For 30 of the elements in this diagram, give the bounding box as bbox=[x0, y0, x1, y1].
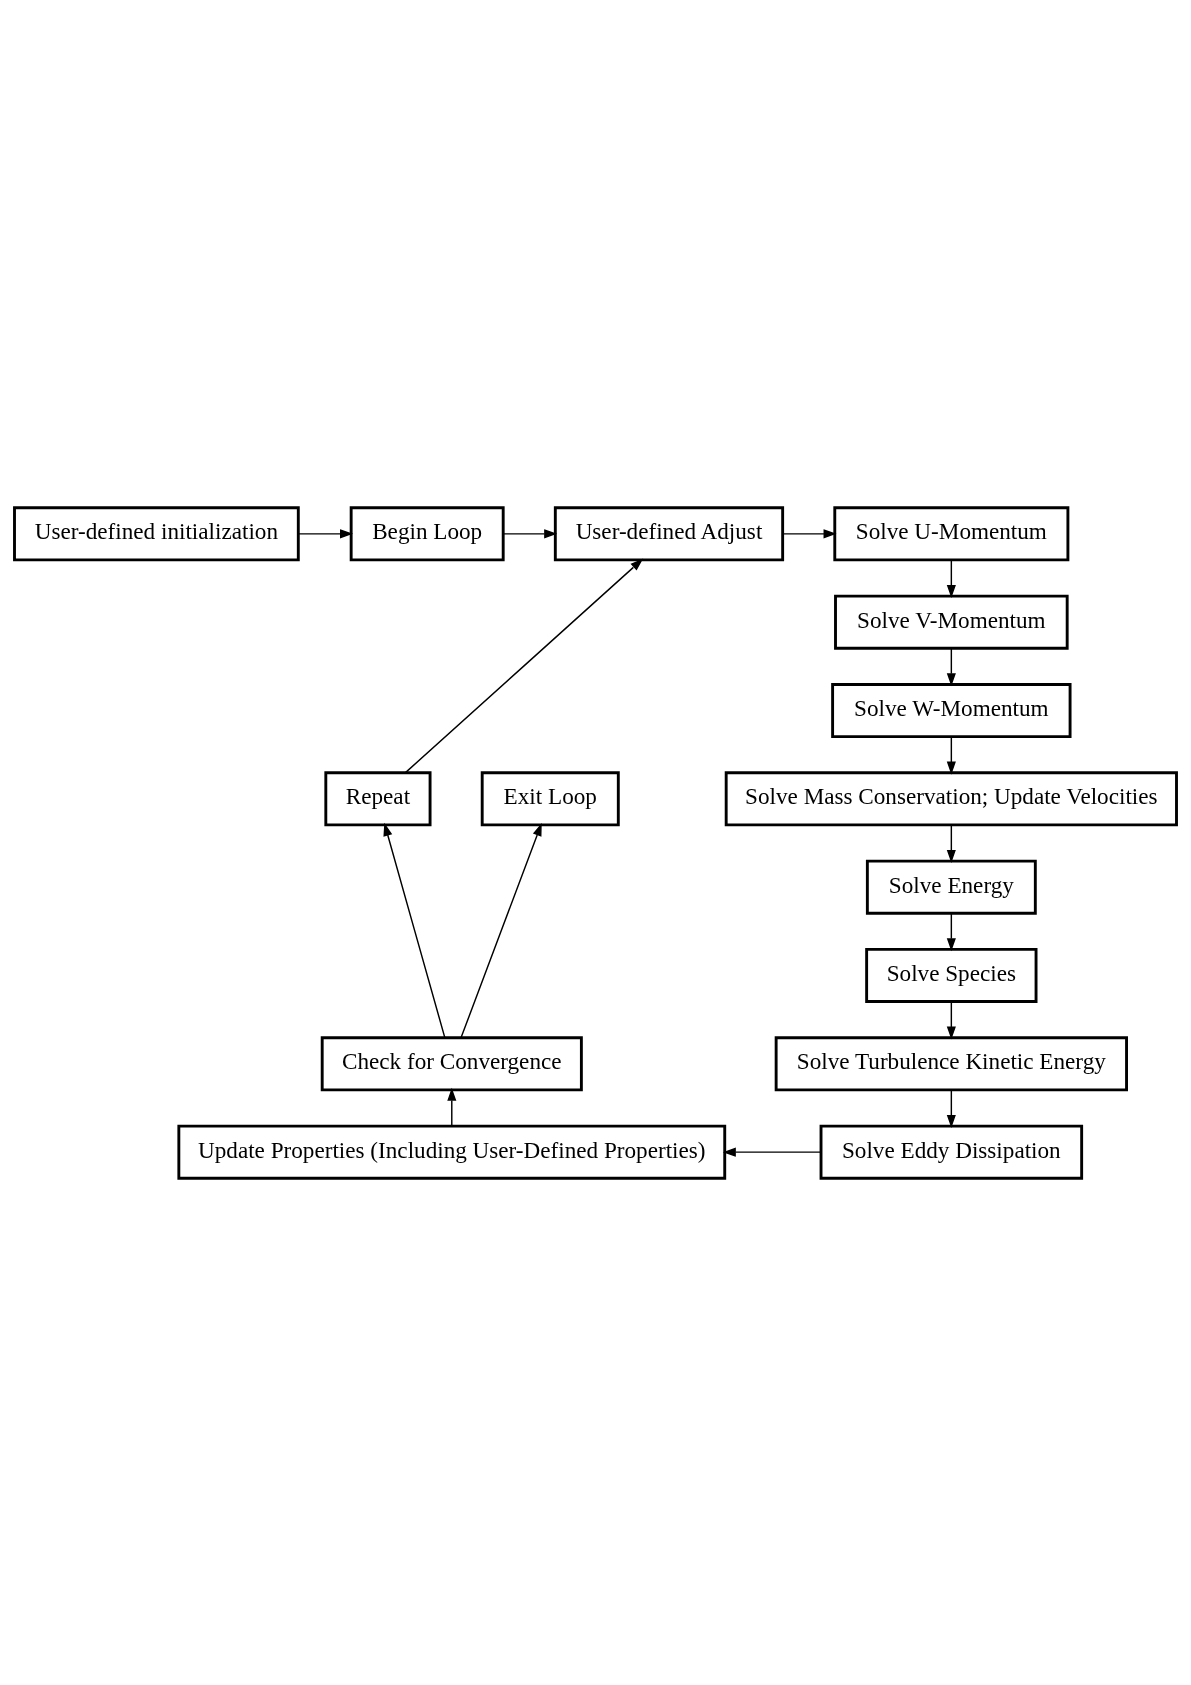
node-box: Check for Convergence bbox=[320, 1035, 583, 1091]
arrow bbox=[447, 1087, 457, 1126]
arrow bbox=[722, 1147, 822, 1157]
node-box: User-defined initialization bbox=[13, 505, 300, 561]
arrow bbox=[946, 1000, 956, 1040]
arrow bbox=[502, 528, 558, 538]
node-box: Repeat bbox=[324, 770, 432, 826]
node-box: Update Properties (Including User-Defined Properties) bbox=[177, 1124, 727, 1180]
arrow bbox=[404, 558, 644, 773]
node-box: Solve Species bbox=[865, 947, 1038, 1003]
node-box: Begin Loop bbox=[349, 505, 505, 561]
arrow bbox=[460, 822, 542, 1038]
node-box: Solve U-Momentum bbox=[833, 505, 1070, 561]
arrow bbox=[946, 647, 956, 686]
node-box: Solve Energy bbox=[865, 859, 1037, 915]
arrow bbox=[946, 735, 956, 775]
node-box: Solve V-Momentum bbox=[834, 594, 1069, 650]
arrow bbox=[946, 1088, 956, 1128]
arrow bbox=[782, 528, 837, 538]
node-box: Solve Mass Conservation; Update Velocities bbox=[724, 770, 1178, 826]
node-box: User-defined Adjust bbox=[553, 505, 785, 561]
node-box: Exit Loop bbox=[480, 770, 620, 826]
arrow bbox=[946, 558, 956, 598]
node-box: Solve Turbulence Kinetic Energy bbox=[774, 1035, 1128, 1091]
node-box: Solve Eddy Dissipation bbox=[819, 1124, 1084, 1180]
arrow bbox=[946, 912, 956, 951]
node-box: Solve W-Momentum bbox=[831, 682, 1072, 738]
arrow bbox=[383, 822, 446, 1038]
arrow bbox=[946, 823, 956, 863]
arrow bbox=[297, 528, 354, 538]
